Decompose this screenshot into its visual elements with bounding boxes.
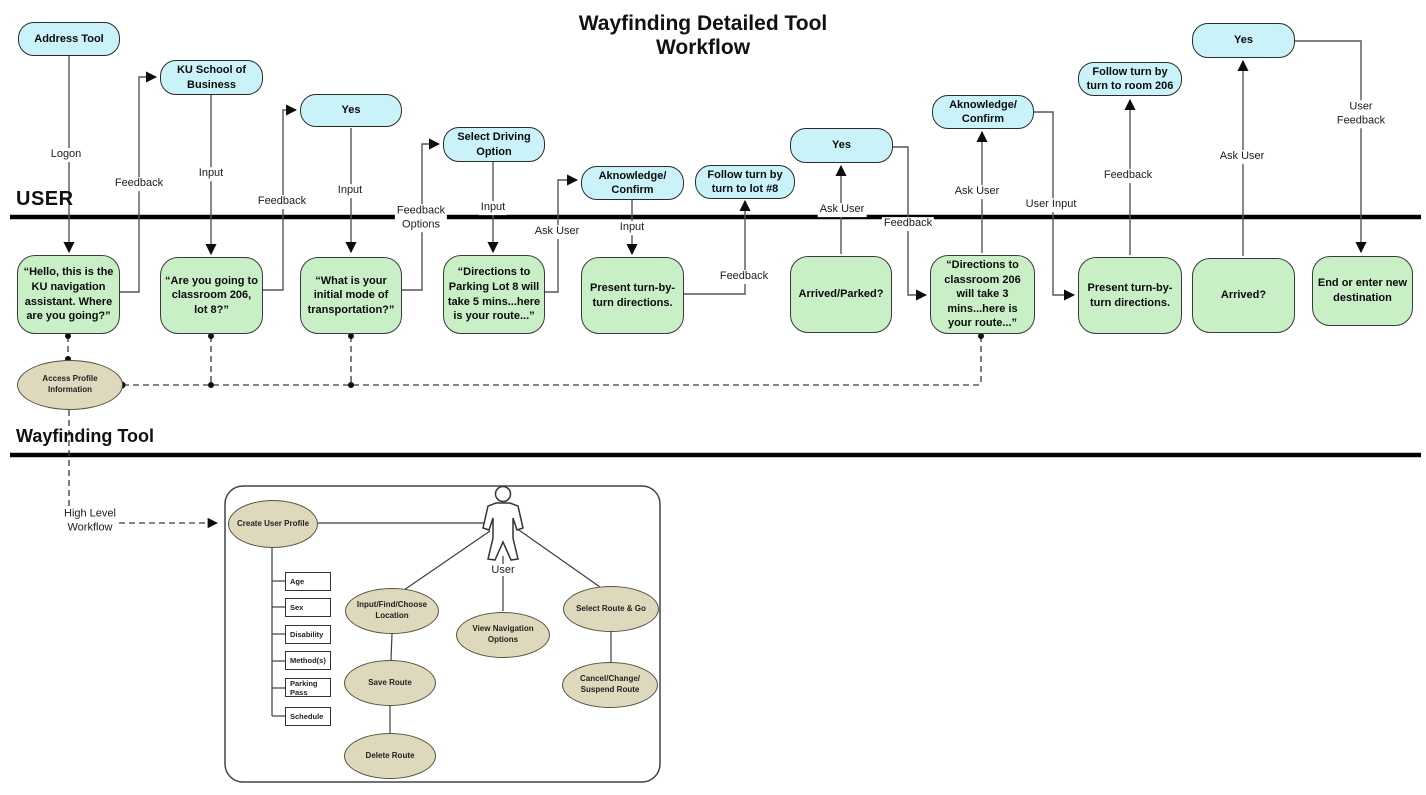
usecase-create-user-profile: Create User Profile	[228, 500, 318, 548]
system-action-greeting: “Hello, this is the KU navigation assist…	[17, 255, 120, 334]
edge-label-feedback-5: Feedback	[1101, 169, 1155, 183]
edge-label-user-feedback: User Feedback	[1334, 100, 1388, 128]
attribute-sex: Sex	[285, 598, 331, 617]
system-action-directions-room206: “Directions to classroom 206 will take 3…	[930, 255, 1035, 334]
usecase-input-find-choose-location: Input/Find/Choose Location	[345, 588, 439, 634]
system-action-ask-mode: “What is your initial mode of transporta…	[300, 257, 402, 334]
user-action-yes-1: Yes	[300, 94, 402, 127]
system-action-end-or-new: End or enter new destination	[1312, 256, 1413, 326]
attribute-parking-pass: Parking Pass	[285, 678, 331, 697]
edge-label-feedback-1: Feedback	[112, 177, 166, 191]
attribute-schedule: Schedule	[285, 707, 331, 726]
user-action-ku-school: KU School of Business	[160, 60, 263, 95]
system-action-arrived-parked: Arrived/Parked?	[790, 256, 892, 333]
junction-dots	[65, 333, 984, 389]
edge-label-feedback-2: Feedback	[255, 195, 309, 209]
user-action-yes-2: Yes	[790, 128, 893, 163]
edge-label-feedback-4: Feedback	[881, 217, 935, 231]
edge-label-input-4: Input	[617, 221, 647, 235]
system-action-confirm-destination: “Are you going to classroom 206, lot 8?”	[160, 257, 263, 334]
usecase-select-route-and-go: Select Route & Go	[563, 586, 659, 632]
user-action-select-driving: Select Driving Option	[443, 127, 545, 162]
edge-label-high-level-workflow: High Level Workflow	[62, 507, 118, 535]
lane-label-user: USER	[16, 188, 74, 210]
usecase-cancel-change-suspend-route: Cancel/Change/ Suspend Route	[562, 662, 658, 708]
lane-lines	[10, 214, 1421, 458]
edge-label-user-input: User Input	[1023, 198, 1079, 212]
user-action-address-tool: Address Tool	[18, 22, 120, 56]
user-action-follow-to-lot8: Follow turn by turn to lot #8	[695, 165, 795, 199]
edge-label-feedback-options: Feedback Options	[394, 204, 448, 232]
user-actor-icon	[482, 485, 524, 561]
usecase-boundary	[224, 485, 661, 783]
user-action-acknowledge-2: Aknowledge/ Confirm	[932, 95, 1034, 129]
user-action-yes-3: Yes	[1192, 23, 1295, 58]
system-action-arrived: Arrived?	[1192, 258, 1295, 333]
edge-label-input-1: Input	[196, 167, 226, 181]
edge-label-ask-user-1: Ask User	[532, 225, 582, 239]
edge-label-input-3: Input	[478, 201, 508, 215]
page-title: Wayfinding Detailed Tool Workflow	[578, 12, 828, 60]
attribute-methods: Method(s)	[285, 651, 331, 670]
usecase-view-navigation-options: View Navigation Options	[456, 612, 550, 658]
system-action-turn-by-turn-2: Present turn-by- turn directions.	[1078, 257, 1182, 334]
usecase-access-profile-information: Access Profile Information	[17, 360, 123, 410]
edge-label-feedback-3: Feedback	[717, 270, 771, 284]
actor-user-label: User	[489, 564, 517, 576]
edge-label-ask-user-4: Ask User	[1217, 150, 1267, 164]
edge-label-input-2: Input	[335, 184, 365, 198]
edge-label-ask-user-3: Ask User	[952, 185, 1002, 199]
edge-label-ask-user-2: Ask User	[817, 203, 867, 217]
system-action-turn-by-turn-1: Present turn-by- turn directions.	[581, 257, 684, 334]
edge-label-logon: Logon	[48, 148, 84, 162]
user-action-follow-to-room206: Follow turn by turn to room 206	[1078, 62, 1182, 96]
usecase-save-route: Save Route	[344, 660, 436, 706]
attribute-age: Age	[285, 572, 331, 591]
lane-label-wayfinding-tool: Wayfinding Tool	[16, 426, 154, 446]
usecase-delete-route: Delete Route	[344, 733, 436, 779]
user-action-acknowledge-1: Aknowledge/ Confirm	[581, 166, 684, 200]
attribute-disability: Disability	[285, 625, 331, 644]
system-action-directions-lot8: “Directions to Parking Lot 8 will take 5…	[443, 255, 545, 334]
